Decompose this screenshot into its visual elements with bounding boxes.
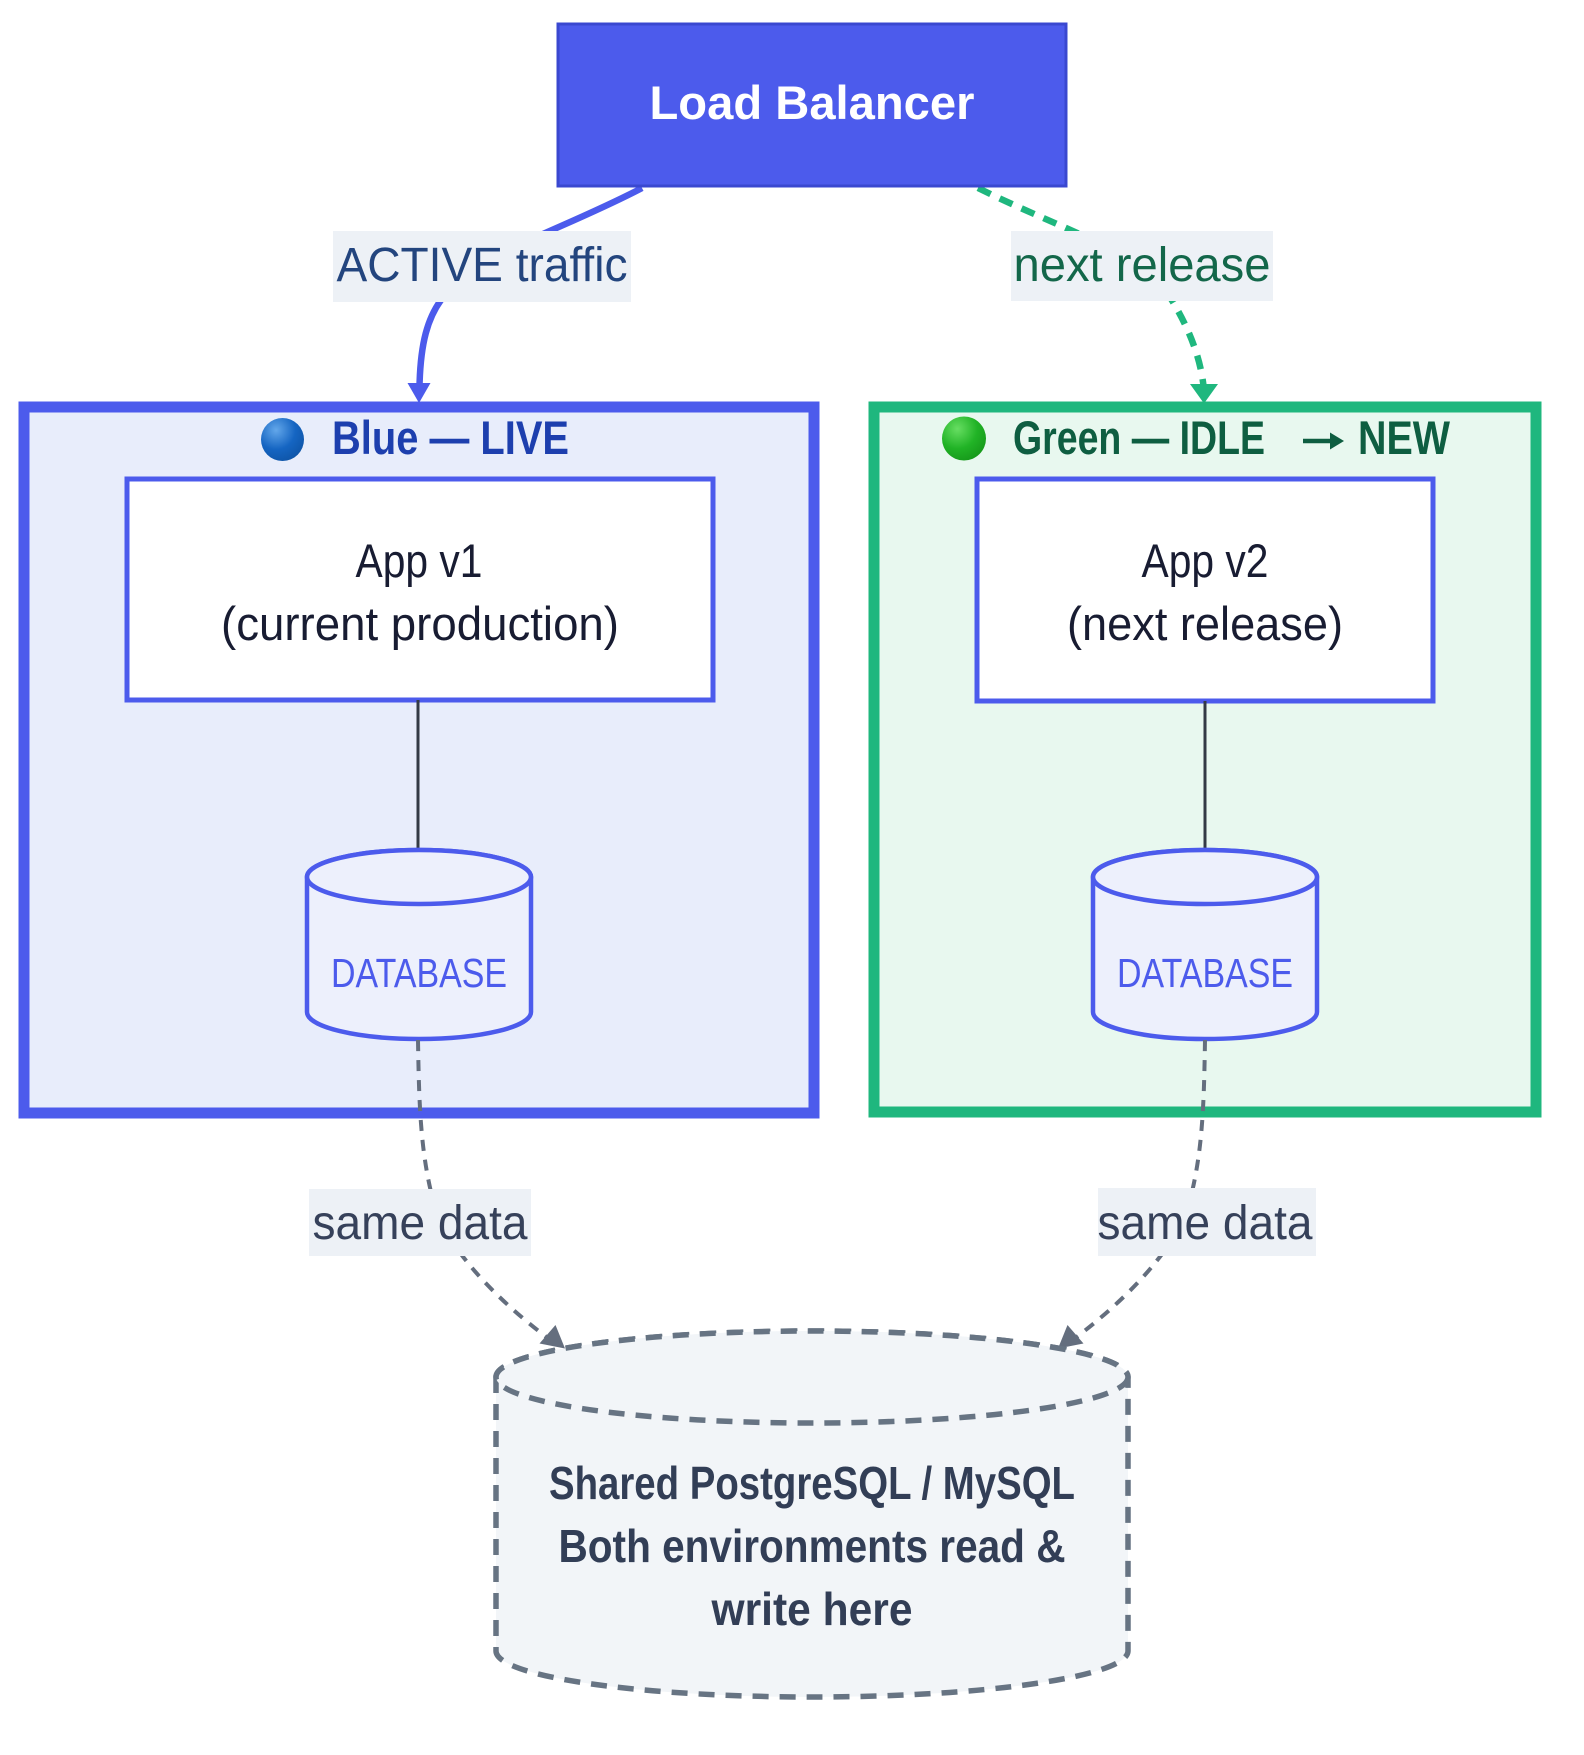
svg-text:DATABASE: DATABASE [331, 950, 507, 996]
svg-text:NEW: NEW [1358, 411, 1451, 464]
svg-text:next release: next release [1014, 239, 1271, 292]
svg-text:ACTIVE traffic: ACTIVE traffic [337, 239, 628, 292]
svg-text:Load Balancer: Load Balancer [650, 76, 975, 129]
svg-text:same data: same data [313, 1197, 528, 1250]
svg-text:Both environments read &: Both environments read & [559, 1520, 1066, 1572]
svg-text:(next release): (next release) [1067, 597, 1343, 650]
svg-text:Shared PostgreSQL / MySQL: Shared PostgreSQL / MySQL [549, 1457, 1075, 1509]
svg-text:Green — IDLE: Green — IDLE [1013, 411, 1265, 464]
svg-text:App v2: App v2 [1142, 534, 1269, 587]
svg-text:App v1: App v1 [356, 534, 483, 587]
svg-text:same data: same data [1098, 1197, 1313, 1250]
svg-text:write here: write here [711, 1583, 913, 1635]
svg-text:(current production): (current production) [221, 597, 619, 650]
svg-text:Blue — LIVE: Blue — LIVE [332, 411, 569, 464]
svg-text:DATABASE: DATABASE [1117, 950, 1293, 996]
